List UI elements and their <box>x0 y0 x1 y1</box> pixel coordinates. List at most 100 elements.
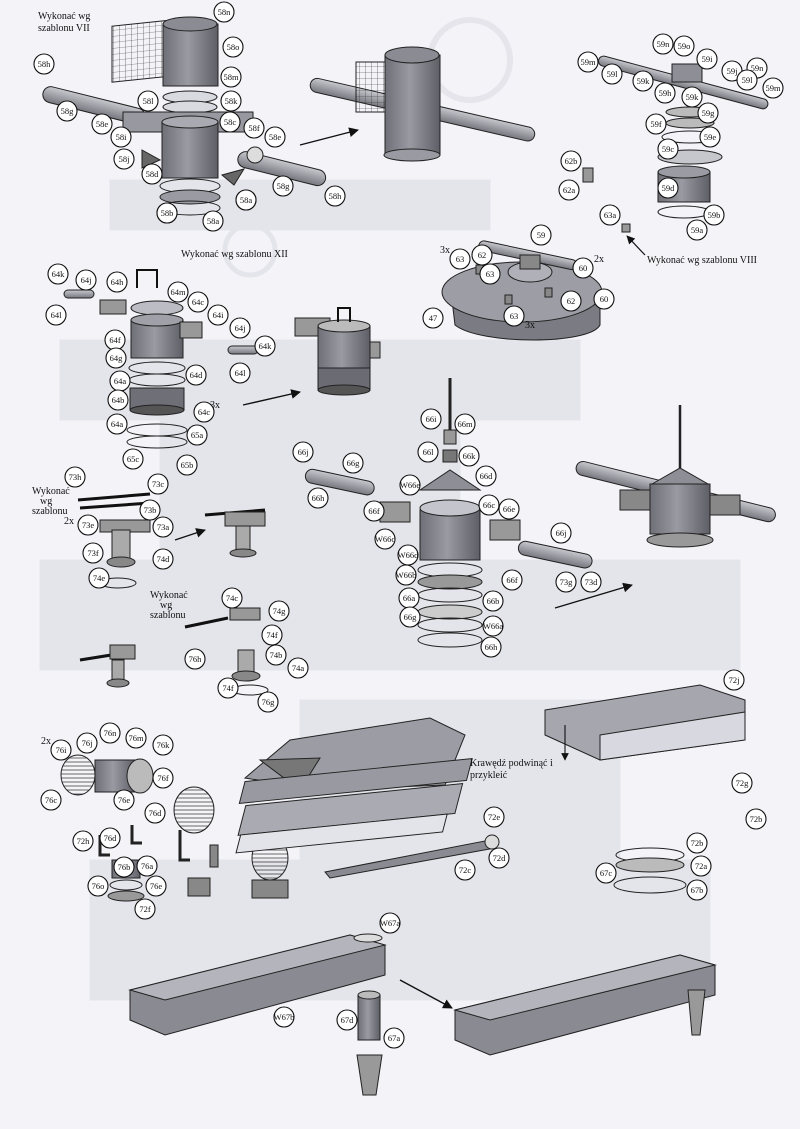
callout-label: 63 <box>510 311 519 321</box>
callout-circle <box>572 257 594 279</box>
callout-64k: 64k <box>254 335 276 357</box>
callout-60: 60 <box>593 288 615 310</box>
callout-label: 64k <box>259 341 273 351</box>
callout-58f: 58f <box>243 117 265 139</box>
callout-73a: 73a <box>152 516 174 538</box>
callout-58h: 58h <box>33 53 55 75</box>
note-fold-edge-line1: Krawędź podwinąć i <box>470 758 553 769</box>
callout-circle <box>478 494 500 516</box>
callout-66j: 66j <box>292 441 314 463</box>
callout-label: 64j <box>81 275 92 285</box>
callout-circle <box>113 148 135 170</box>
callout-label: 67c <box>600 868 613 878</box>
callout-label: 62a <box>563 185 576 195</box>
callout-58d: 58d <box>141 163 163 185</box>
callout-65c: 65c <box>122 448 144 470</box>
callout-label: 66f <box>506 575 518 585</box>
callout-label: 64a <box>111 419 124 429</box>
callout-circle <box>422 307 444 329</box>
callout-73h: 73h <box>64 466 86 488</box>
callout-circle <box>454 859 476 881</box>
callout-circle <box>383 1027 405 1049</box>
callout-label: 64a <box>114 376 127 386</box>
callout-64i: 64i <box>207 304 229 326</box>
part-58-assembled <box>309 46 536 162</box>
callout-47: 47 <box>422 307 444 329</box>
callout-circle <box>699 126 721 148</box>
part-74-gun <box>79 607 269 696</box>
callout-label: 60 <box>600 294 609 304</box>
callout-58e: 58e <box>91 113 113 135</box>
callout-72c: 72c <box>454 859 476 881</box>
callout-64a: 64a <box>106 413 128 435</box>
callout-label: 72c <box>459 865 472 875</box>
template-notes: Wykonać wg szablonu VII Wykonać wg szabl… <box>32 11 757 781</box>
callout-76d: 76d <box>99 827 121 849</box>
callout-circle <box>106 271 128 293</box>
callout-label: 72j <box>729 675 740 685</box>
callout-circle <box>99 827 121 849</box>
callout-circle <box>257 691 279 713</box>
callout-label: 76e <box>150 881 163 891</box>
callout-w66e: W66e <box>399 474 421 496</box>
callout-62: 62 <box>471 244 493 266</box>
callout-66m: 66m <box>454 413 476 435</box>
callout-label: 73f <box>87 548 99 558</box>
callout-label: 66b <box>487 596 500 606</box>
callout-circle <box>217 677 239 699</box>
callout-67b: 67b <box>686 879 708 901</box>
callout-label: 74f <box>266 630 278 640</box>
callout-label: 59h <box>659 88 673 98</box>
callout-label: 66j <box>298 447 309 457</box>
part-73-gun <box>77 492 151 589</box>
callout-circle <box>122 448 144 470</box>
callout-circle <box>657 177 679 199</box>
callout-66d: 66d <box>475 465 497 487</box>
assembly-arrow <box>242 389 301 406</box>
callout-label: 63a <box>604 210 617 220</box>
callout-circle <box>106 413 128 435</box>
callout-circle <box>76 732 98 754</box>
callout-label: 72g <box>736 778 750 788</box>
callout-circle <box>703 204 725 226</box>
callout-circle <box>723 669 745 691</box>
callout-label: 66g <box>404 612 418 622</box>
callout-74a: 74a <box>287 657 309 679</box>
callout-circle <box>399 606 421 628</box>
callout-circle <box>530 224 552 246</box>
callout-label: 64l <box>51 310 63 320</box>
callout-circle <box>264 126 286 148</box>
callout-64h: 64h <box>106 271 128 293</box>
callout-circle <box>176 454 198 476</box>
callout-circle <box>449 248 471 270</box>
callout-circle <box>72 830 94 852</box>
callout-58n: 58n <box>213 1 235 23</box>
callout-label: 72d <box>493 853 507 863</box>
callout-label: 66a <box>403 593 416 603</box>
callout-label: 59f <box>650 119 662 129</box>
callout-76d: 76d <box>144 802 166 824</box>
callout-circle <box>185 364 207 386</box>
callout-label: 66e <box>503 504 516 514</box>
callout-circle <box>417 441 439 463</box>
note-template-74-line2: wg <box>160 600 172 611</box>
callout-74c: 74c <box>221 587 243 609</box>
callout-circle <box>395 564 417 586</box>
callout-59j: 59j <box>721 60 743 82</box>
callout-circle <box>50 739 72 761</box>
callout-label: 59k <box>686 92 700 102</box>
callout-label: 64g <box>110 353 124 363</box>
callout-circle <box>483 806 505 828</box>
callout-66a: 66a <box>398 587 420 609</box>
callout-label: 64j <box>235 323 246 333</box>
callout-circle <box>265 644 287 666</box>
callout-circle <box>254 335 276 357</box>
callout-label: 65a <box>191 430 204 440</box>
callout-64b: 64b <box>107 389 129 411</box>
callout-58k: 58k <box>220 90 242 112</box>
callout-circle <box>731 772 753 794</box>
callout-59: 59 <box>530 224 552 246</box>
callout-label: 64b <box>112 395 125 405</box>
callout-76j: 76j <box>76 732 98 754</box>
part-66-assembly <box>304 378 593 648</box>
